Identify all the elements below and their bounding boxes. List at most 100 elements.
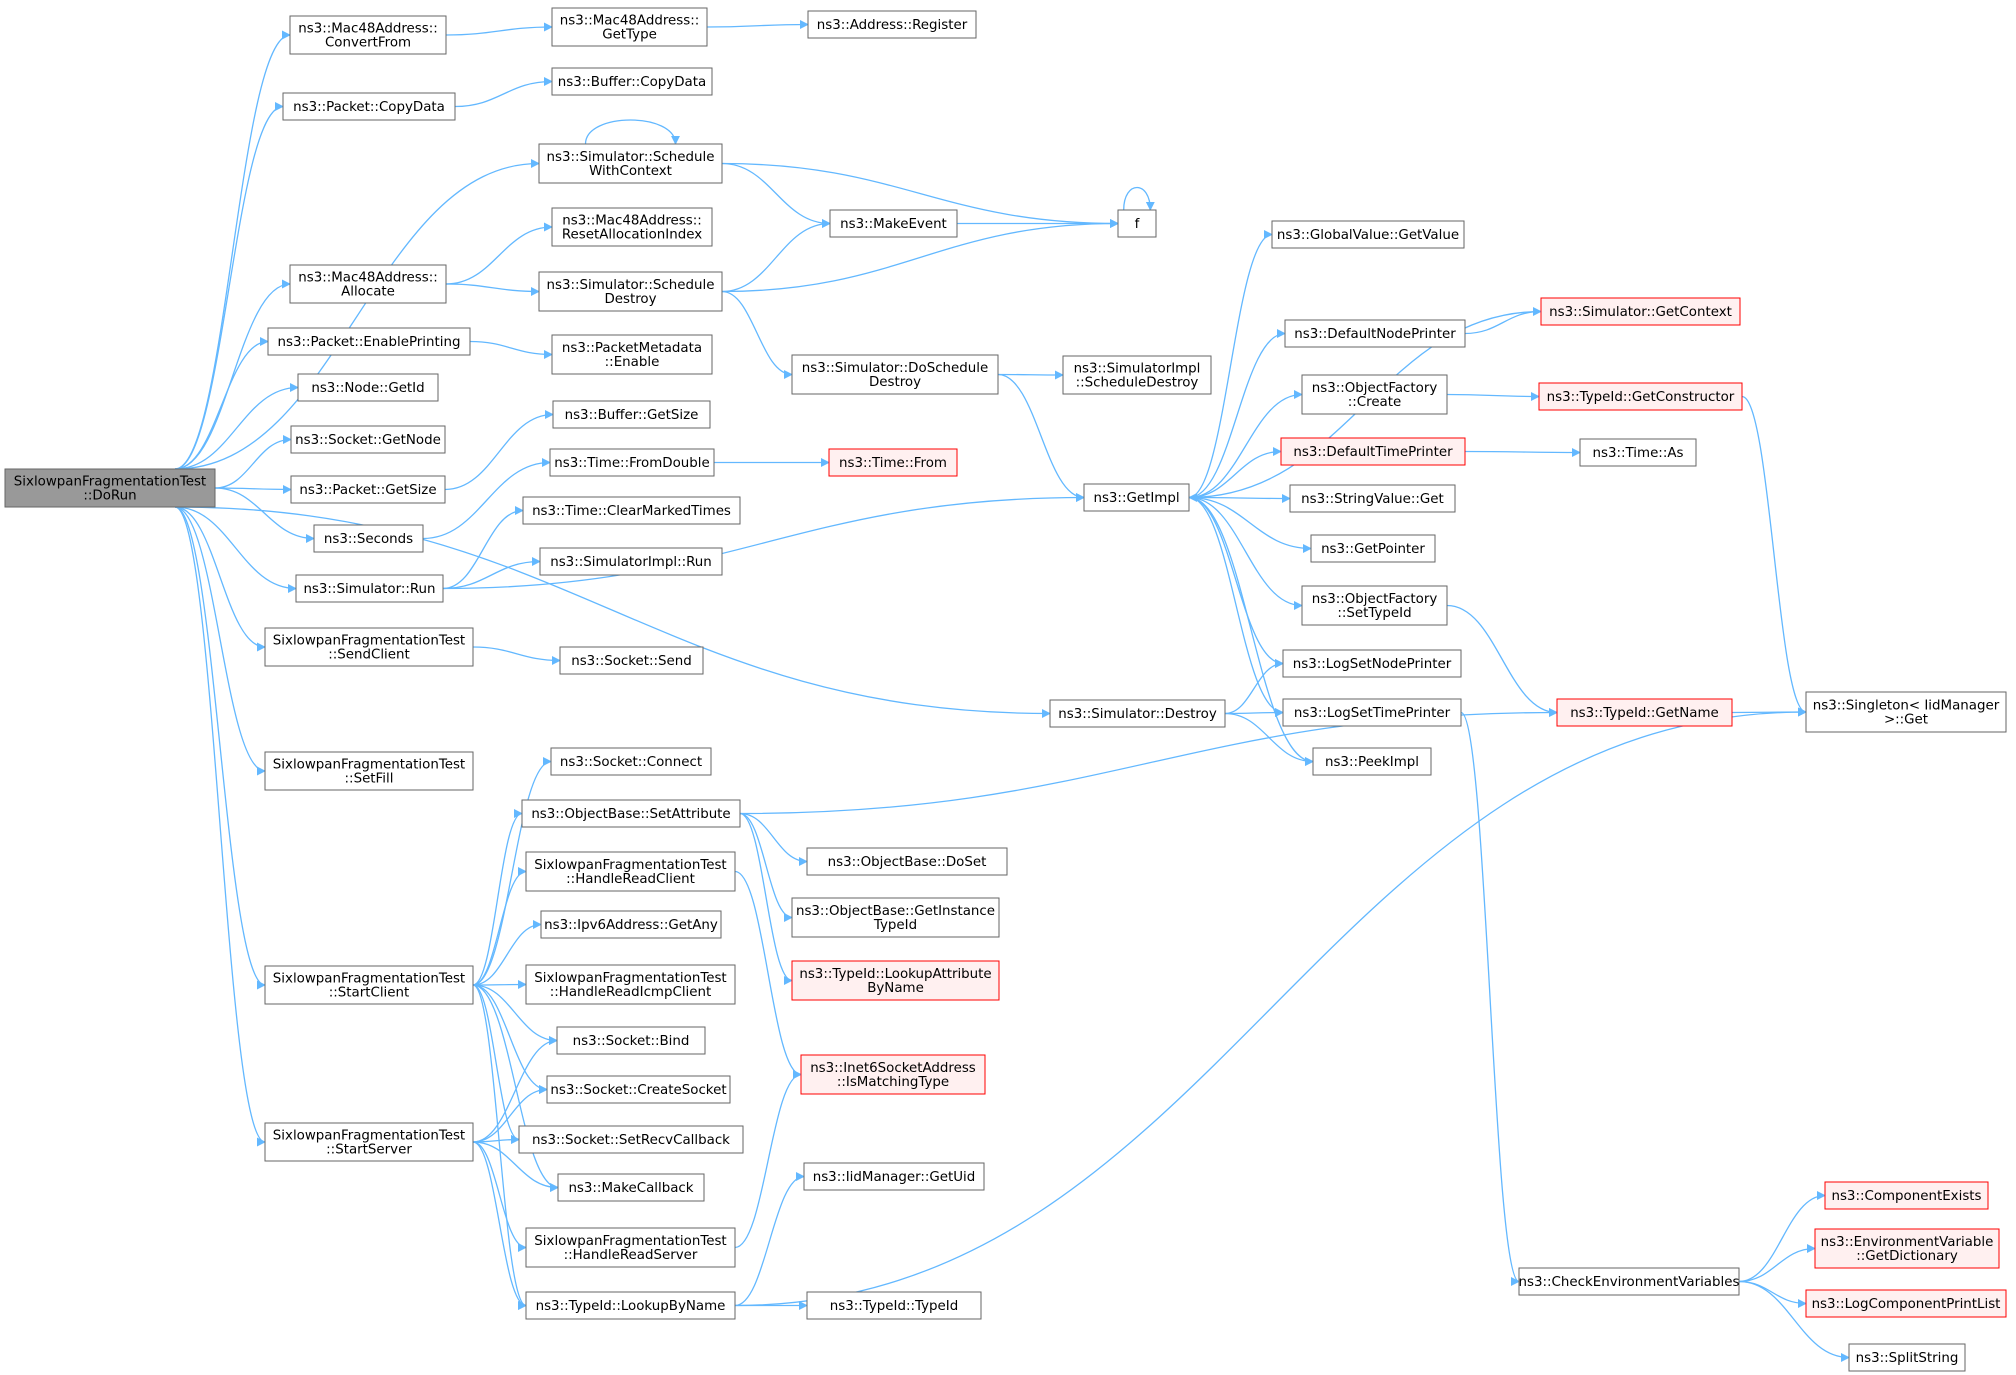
node-box-ipv6-getany[interactable] xyxy=(540,910,722,939)
node-box-pkt-enableprint[interactable] xyxy=(267,327,471,356)
node-box-typeid-lookupattr[interactable] xyxy=(791,960,1000,1001)
node-typeid-typeid[interactable]: ns3::TypeId::TypeId xyxy=(806,1291,982,1320)
node-logsetnode[interactable]: ns3::LogSetNodePrinter xyxy=(1282,649,1462,678)
node-typeid-getname[interactable]: ns3::TypeId::GetName xyxy=(1556,698,1733,727)
node-box-getimpl[interactable] xyxy=(1083,483,1190,512)
node-box-check-env[interactable] xyxy=(1518,1267,1740,1296)
node-mac-reset[interactable]: ns3::Mac48Address::ResetAllocationIndex xyxy=(551,207,713,247)
node-socket-bind[interactable]: ns3::Socket::Bind xyxy=(556,1026,706,1055)
node-box-objbase-getinst[interactable] xyxy=(791,897,1000,938)
node-iid-getuid[interactable]: ns3::IidManager::GetUid xyxy=(803,1162,985,1191)
node-time-from[interactable]: ns3::Time::From xyxy=(828,448,958,477)
node-box-simimpl-run[interactable] xyxy=(539,547,723,576)
node-setfill[interactable]: SixlowpanFragmentationTest::SetFill xyxy=(264,751,474,791)
node-peekimpl[interactable]: ns3::PeekImpl xyxy=(1312,747,1432,776)
node-box-comp-exists[interactable] xyxy=(1824,1181,1989,1210)
node-box-stringvalue-get[interactable] xyxy=(1289,484,1456,513)
node-buf-copydata[interactable]: ns3::Buffer::CopyData xyxy=(551,67,713,96)
node-ipv6-getany[interactable]: ns3::Ipv6Address::GetAny xyxy=(540,910,722,939)
node-sim-destroy[interactable]: ns3::Simulator::Destroy xyxy=(1049,699,1226,728)
node-seconds[interactable]: ns3::Seconds xyxy=(313,524,424,553)
node-box-time-as[interactable] xyxy=(1579,438,1697,467)
node-buf-getsize[interactable]: ns3::Buffer::GetSize xyxy=(552,400,711,429)
node-box-pkt-getsize[interactable] xyxy=(290,475,446,504)
node-box-handlereadserver[interactable] xyxy=(525,1227,736,1268)
node-startserver[interactable]: SixlowpanFragmentationTest::StartServer xyxy=(264,1122,474,1162)
node-pkt-enableprint[interactable]: ns3::Packet::EnablePrinting xyxy=(267,327,471,356)
node-box-socket-bind[interactable] xyxy=(556,1026,706,1055)
node-box-objbase-setattr[interactable] xyxy=(521,799,741,828)
node-box-objfac-create[interactable] xyxy=(1301,374,1448,415)
node-box-f[interactable] xyxy=(1117,209,1157,238)
node-addr-register[interactable]: ns3::Address::Register xyxy=(807,10,977,39)
node-box-node-getid[interactable] xyxy=(297,373,439,402)
node-box-splitstring[interactable] xyxy=(1848,1343,1966,1372)
node-box-envvar-getdict[interactable] xyxy=(1814,1228,2000,1269)
node-box-mac-convertfrom[interactable] xyxy=(289,15,447,55)
node-box-gv-getvalue[interactable] xyxy=(1271,220,1465,249)
node-time-as[interactable]: ns3::Time::As xyxy=(1579,438,1697,467)
node-box-singleton-get[interactable] xyxy=(1805,691,2007,733)
node-box-doschedule-destroy[interactable] xyxy=(791,354,999,395)
node-box-seconds[interactable] xyxy=(313,524,424,553)
node-box-makecallback[interactable] xyxy=(557,1173,705,1202)
node-box-mac-reset[interactable] xyxy=(551,207,713,247)
node-simimpl-run[interactable]: ns3::SimulatorImpl::Run xyxy=(539,547,723,576)
node-box-mac-gettype[interactable] xyxy=(551,7,708,47)
node-box-socket-create[interactable] xyxy=(546,1075,731,1104)
node-box-time-fromdouble[interactable] xyxy=(549,448,715,477)
node-box-iid-getuid[interactable] xyxy=(803,1162,985,1191)
node-box-getpointer[interactable] xyxy=(1310,534,1436,563)
node-objbase-doset[interactable]: ns3::ObjectBase::DoSet xyxy=(806,847,1008,876)
node-handlereadclient[interactable]: SixlowpanFragmentationTest::HandleReadCl… xyxy=(525,851,736,892)
node-box-startserver[interactable] xyxy=(264,1122,474,1162)
node-box-objbase-doset[interactable] xyxy=(806,847,1008,876)
node-handlereadserver[interactable]: SixlowpanFragmentationTest::HandleReadSe… xyxy=(525,1227,736,1268)
node-box-time-clearmarked[interactable] xyxy=(522,496,741,525)
node-box-inet6-ismatching[interactable] xyxy=(800,1054,986,1095)
node-mac-allocate[interactable]: ns3::Mac48Address::Allocate xyxy=(289,264,447,304)
node-logsettime[interactable]: ns3::LogSetTimePrinter xyxy=(1282,698,1462,727)
node-socket-setrecv[interactable]: ns3::Socket::SetRecvCallback xyxy=(518,1125,744,1154)
node-getpointer[interactable]: ns3::GetPointer xyxy=(1310,534,1436,563)
node-objfac-settypeid[interactable]: ns3::ObjectFactory::SetTypeId xyxy=(1301,585,1448,626)
node-box-buf-getsize[interactable] xyxy=(552,400,711,429)
node-f[interactable]: f xyxy=(1117,209,1157,238)
node-box-socket-send[interactable] xyxy=(559,646,704,675)
node-box-simimpl-scheddestroy[interactable] xyxy=(1062,355,1212,395)
node-box-sched-ctx[interactable] xyxy=(538,143,723,184)
node-box-setfill[interactable] xyxy=(264,751,474,791)
node-sched-destroy[interactable]: ns3::Simulator::ScheduleDestroy xyxy=(538,271,723,312)
node-box-socket-connect[interactable] xyxy=(550,747,712,776)
node-simimpl-scheddestroy[interactable]: ns3::SimulatorImpl::ScheduleDestroy xyxy=(1062,355,1212,395)
node-box-peekimpl[interactable] xyxy=(1312,747,1432,776)
node-box-buf-copydata[interactable] xyxy=(551,67,713,96)
node-objfac-create[interactable]: ns3::ObjectFactory::Create xyxy=(1301,374,1448,415)
node-pktmeta-enable[interactable]: ns3::PacketMetadata::Enable xyxy=(551,334,713,375)
node-logcomp-printlist[interactable]: ns3::LogComponentPrintList xyxy=(1805,1289,2007,1318)
node-box-handlereadclient[interactable] xyxy=(525,851,736,892)
node-box-logcomp-printlist[interactable] xyxy=(1805,1289,2007,1318)
node-box-objfac-settypeid[interactable] xyxy=(1301,585,1448,626)
node-box-sim-destroy[interactable] xyxy=(1049,699,1226,728)
node-box-handlereadicmp[interactable] xyxy=(525,964,736,1005)
node-box-sched-destroy[interactable] xyxy=(538,271,723,312)
node-makeevent[interactable]: ns3::MakeEvent xyxy=(829,209,958,238)
node-singleton-get[interactable]: ns3::Singleton< IidManager>::Get xyxy=(1805,691,2007,733)
node-socket-connect[interactable]: ns3::Socket::Connect xyxy=(550,747,712,776)
node-comp-exists[interactable]: ns3::ComponentExists xyxy=(1824,1181,1989,1210)
node-pkt-copydata[interactable]: ns3::Packet::CopyData xyxy=(282,92,456,121)
node-box-socket-getnode[interactable] xyxy=(290,425,446,454)
node-box-default-node-printer[interactable] xyxy=(1284,319,1466,348)
node-box-typeid-getname[interactable] xyxy=(1556,698,1733,727)
node-time-clearmarked[interactable]: ns3::Time::ClearMarkedTimes xyxy=(522,496,741,525)
node-typeid-lookupbyname[interactable]: ns3::TypeId::LookupByName xyxy=(525,1291,736,1320)
node-envvar-getdict[interactable]: ns3::EnvironmentVariable::GetDictionary xyxy=(1814,1228,2000,1269)
node-typeid-getctor[interactable]: ns3::TypeId::GetConstructor xyxy=(1538,382,1743,411)
node-box-makeevent[interactable] xyxy=(829,209,958,238)
node-default-time-printer[interactable]: ns3::DefaultTimePrinter xyxy=(1280,437,1466,466)
node-handlereadicmp[interactable]: SixlowpanFragmentationTest::HandleReadIc… xyxy=(525,964,736,1005)
